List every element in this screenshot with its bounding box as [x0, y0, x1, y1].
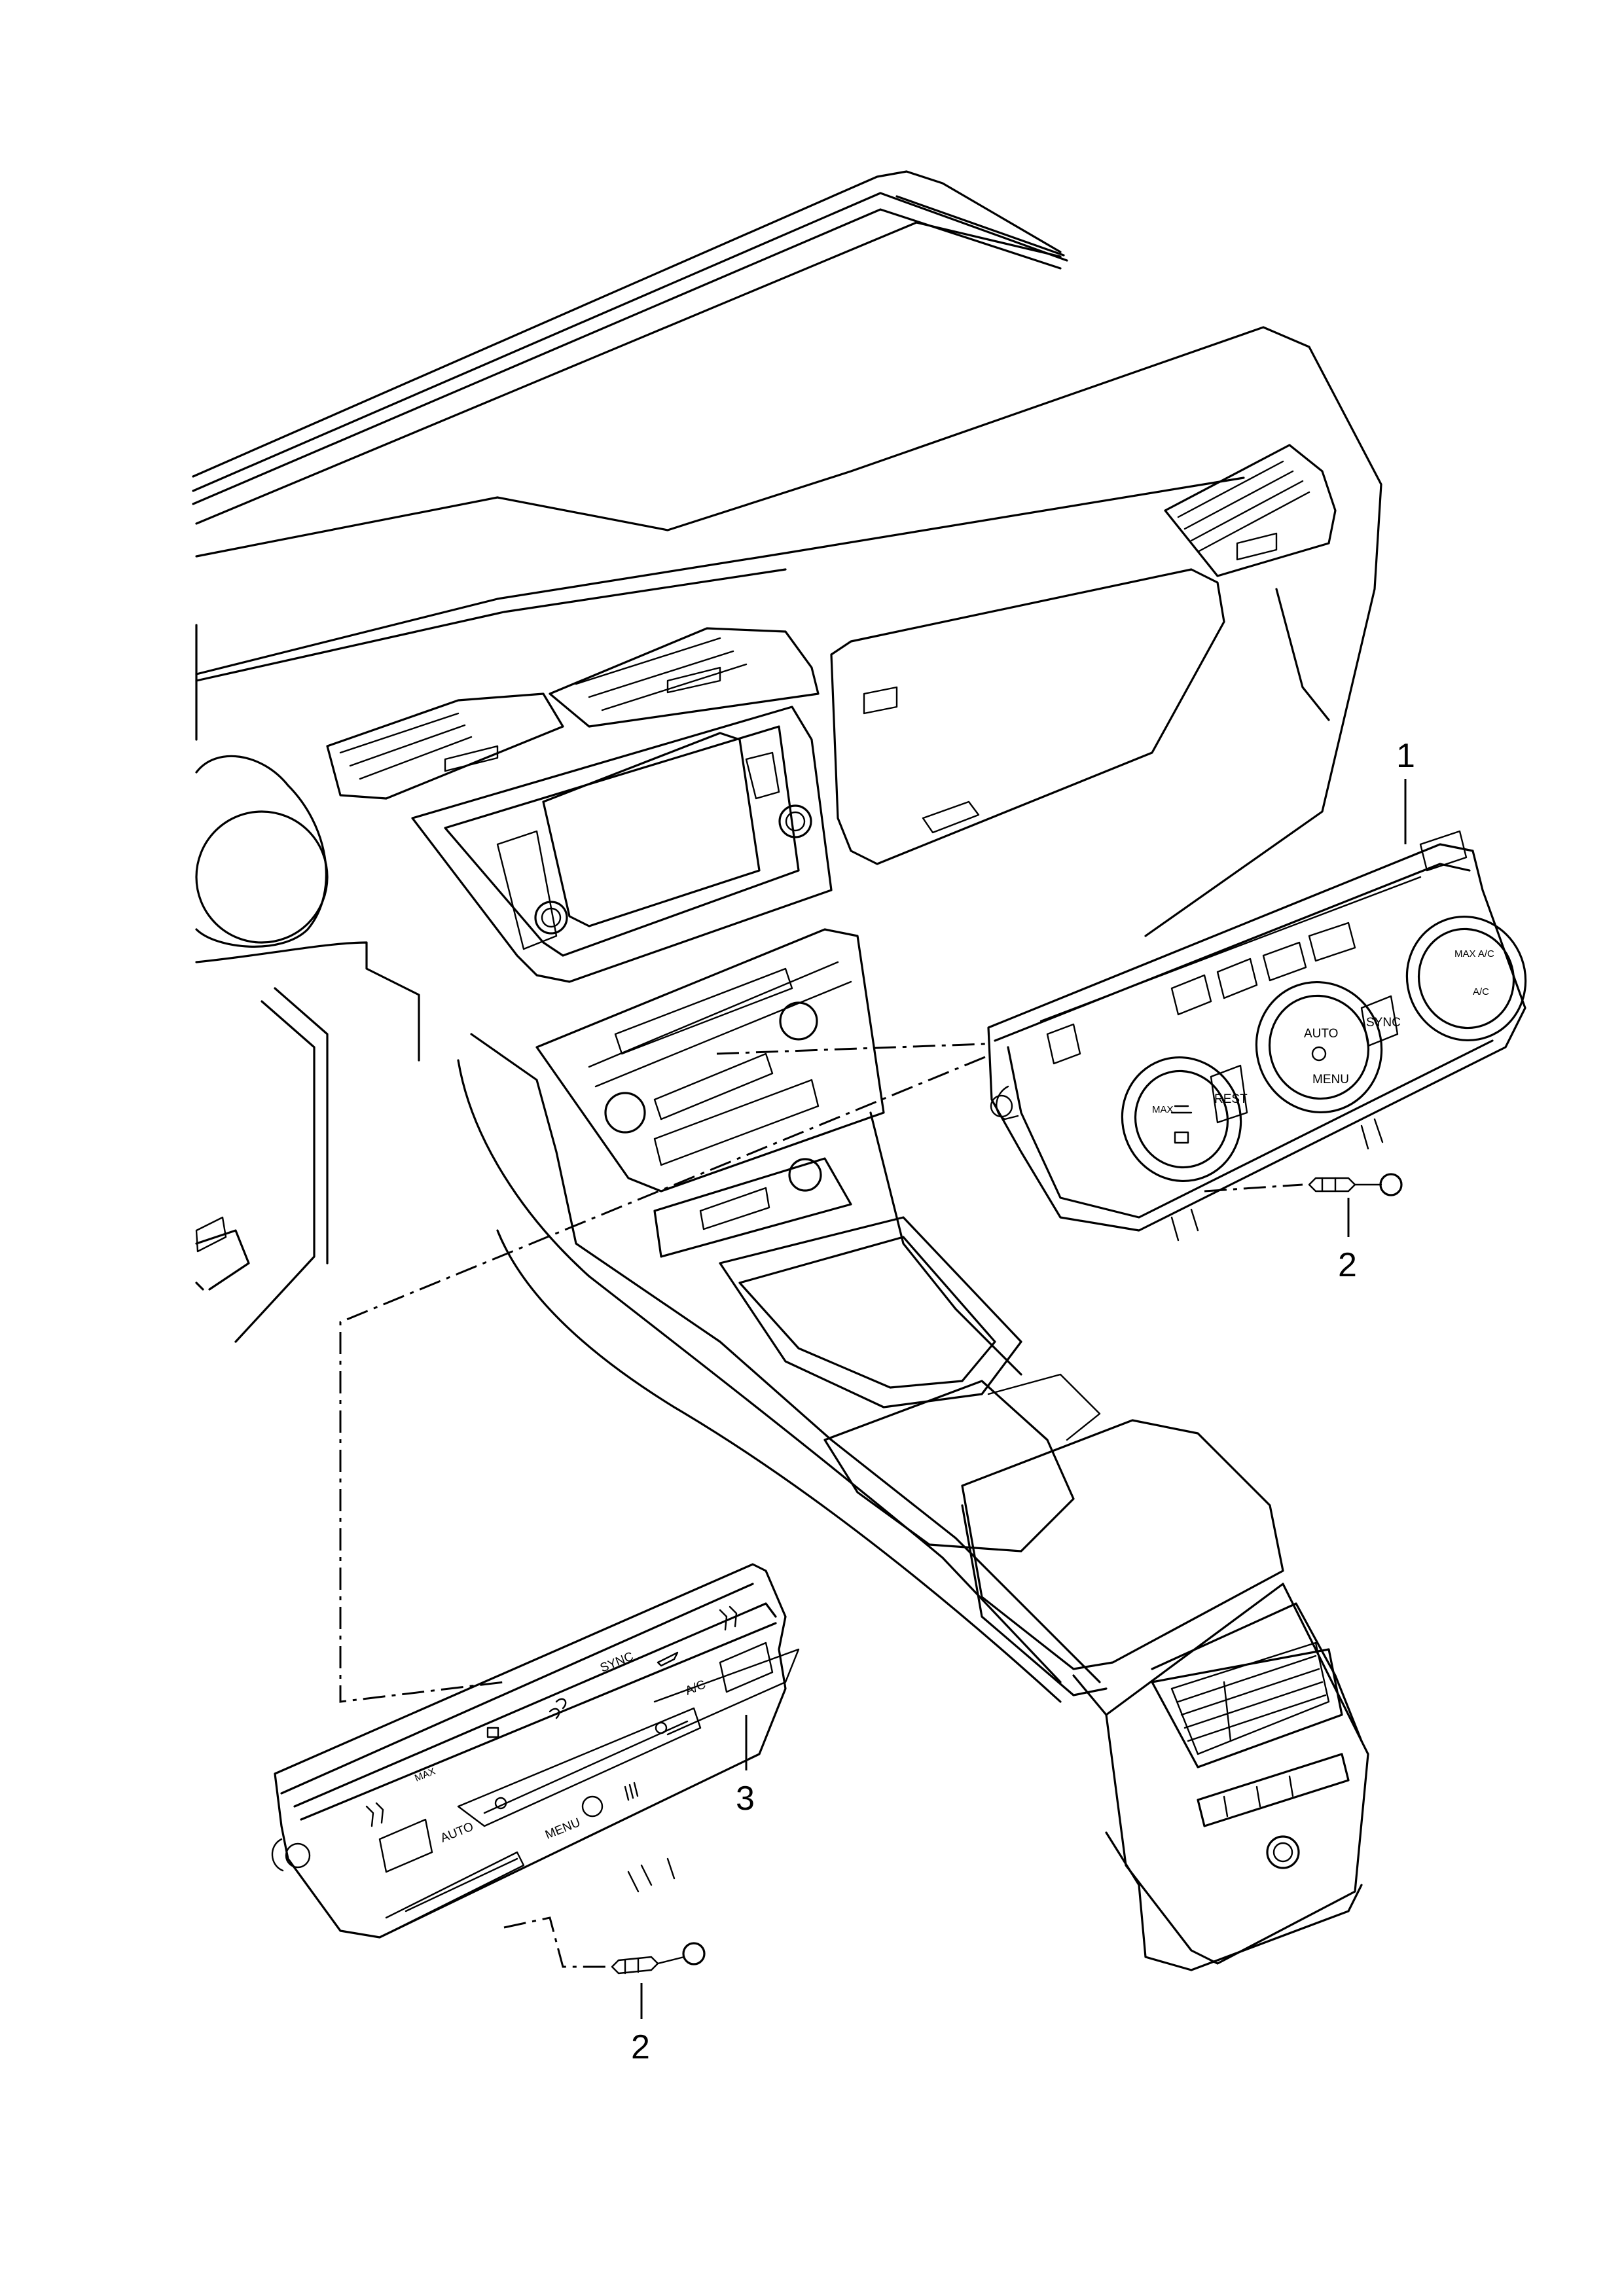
airflow-icon	[549, 1698, 567, 1719]
climate-control-panel-upper: MAX AUTO MENU MAX A/C A/C REST SYNC	[987, 830, 1527, 1242]
lower-menu-label: MENU	[543, 1816, 583, 1842]
lower-panel-display-box	[719, 1641, 774, 1693]
knob-left-max-label: MAX	[1152, 1104, 1174, 1115]
seat-heat-icon	[365, 1802, 384, 1827]
upper-panel-button	[1216, 958, 1258, 999]
leader-lines	[339, 779, 1407, 2019]
defrost-icon	[1170, 1105, 1193, 1114]
fan-icon	[494, 1797, 507, 1810]
seat-heat-icon	[719, 1605, 738, 1631]
knob-center-auto-label: AUTO	[1304, 1027, 1338, 1041]
knob-left-defrost: MAX	[1121, 1056, 1242, 1183]
rear-defrost-icon	[1174, 1131, 1189, 1144]
knob-center-auto: AUTO MENU	[1255, 980, 1383, 1114]
sync-button	[1360, 995, 1399, 1047]
upper-panel-button	[1046, 1023, 1081, 1065]
upper-panel-button	[1262, 941, 1307, 982]
callout-1: 1	[1396, 737, 1415, 775]
upper-panel-button	[1170, 974, 1212, 1016]
sync-button-label: SYNC	[1366, 1016, 1401, 1030]
rear-heat-icon	[624, 1782, 639, 1801]
lower-panel-display-box	[378, 1818, 433, 1873]
fastener-lower	[611, 1942, 706, 1975]
climate-control-panel-lower: SYNC A/C MAX AUTO MENU	[271, 1563, 800, 1939]
upper-panel-button	[1308, 922, 1356, 962]
rear-defrost-icon	[486, 1727, 499, 1738]
knob-right-ac-label: A/C	[1473, 986, 1489, 997]
lower-max-label: MAX	[413, 1766, 437, 1784]
fan-icon	[655, 1721, 668, 1734]
upper-panel-button	[1419, 830, 1468, 872]
callout-3: 3	[736, 1780, 755, 1818]
lower-sync-label: SYNC	[598, 1649, 636, 1675]
knob-right-max-ac-label: MAX A/C	[1454, 948, 1494, 960]
fastener-upper	[1308, 1173, 1403, 1196]
lower-ac-label: A/C	[683, 1677, 708, 1698]
knob-center-menu-label: MENU	[1312, 1073, 1349, 1086]
callout-2-lower: 2	[631, 2028, 650, 2066]
lower-auto-label: AUTO	[439, 1820, 475, 1846]
callout-2-upper: 2	[1338, 1246, 1357, 1284]
knob-right-ac: MAX A/C A/C	[1405, 915, 1527, 1042]
dashboard-outline	[192, 170, 1382, 1971]
car-icon	[657, 1651, 679, 1667]
rest-button-label: REST	[1214, 1092, 1248, 1106]
rest-button	[1210, 1064, 1248, 1124]
